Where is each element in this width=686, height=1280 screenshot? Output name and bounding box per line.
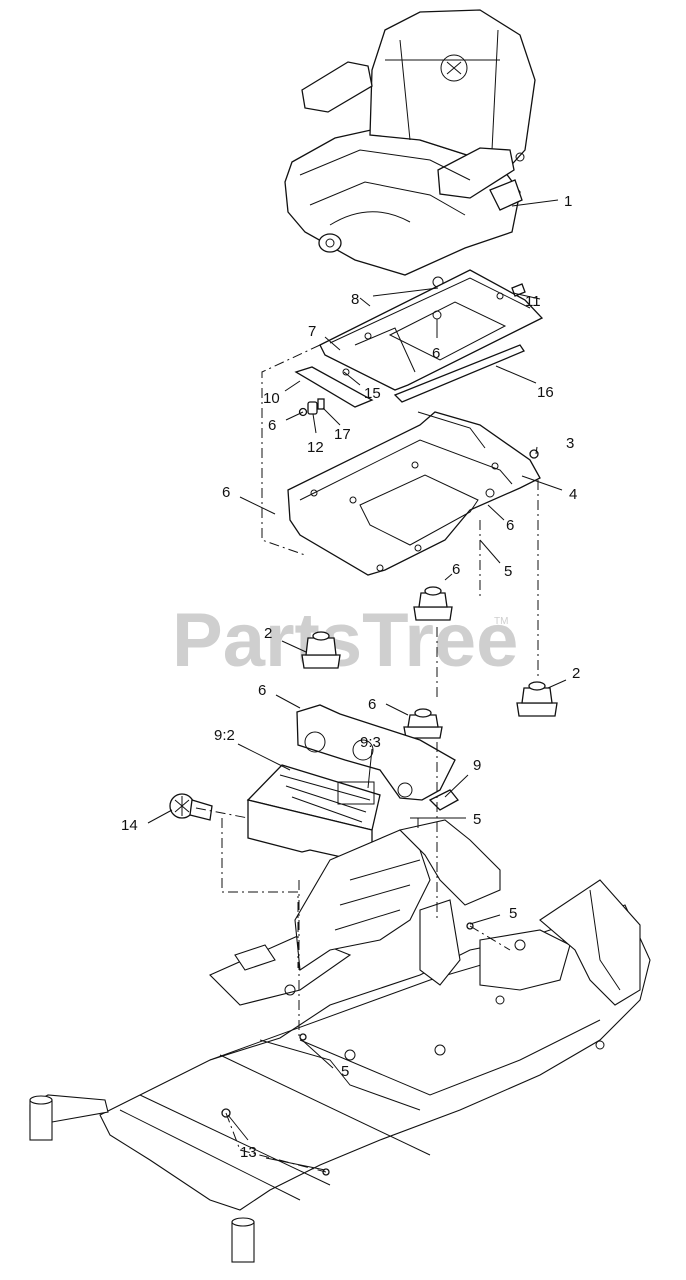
callout-9-2: 9:2 bbox=[214, 727, 235, 744]
callout-11: 11 bbox=[525, 293, 541, 310]
watermark-tm: TM bbox=[494, 616, 508, 627]
isolator-mount-right bbox=[516, 681, 558, 717]
callout-10: 10 bbox=[263, 390, 280, 407]
callout-6e: 6 bbox=[452, 561, 460, 578]
front-caster-mount-right bbox=[231, 1217, 255, 1263]
callout-5a: 5 bbox=[504, 563, 512, 580]
callout-7: 7 bbox=[308, 323, 316, 340]
spring-hardware bbox=[298, 398, 325, 417]
front-caster-mount-left bbox=[29, 1094, 109, 1141]
callout-9-3: 9:3 bbox=[360, 734, 381, 751]
callout-17: 17 bbox=[334, 426, 351, 443]
callout-14: 14 bbox=[121, 817, 138, 834]
watermark-text: PartsTree bbox=[172, 598, 518, 683]
isolator-mounts bbox=[301, 586, 558, 739]
seat-support-panel bbox=[246, 704, 459, 877]
watermark: PartsTree TM bbox=[172, 598, 518, 683]
callout-2b: 2 bbox=[572, 665, 580, 682]
callout-6f: 6 bbox=[258, 682, 266, 699]
callout-12: 12 bbox=[307, 439, 324, 456]
seat-base-plate bbox=[287, 411, 541, 576]
callout-6d: 6 bbox=[506, 517, 514, 534]
isolator-mount-lower bbox=[403, 708, 443, 739]
callout-6g: 6 bbox=[368, 696, 376, 713]
callout-5b: 5 bbox=[473, 811, 481, 828]
callout-6b: 6 bbox=[268, 417, 276, 434]
callout-4: 4 bbox=[569, 486, 577, 503]
isolator-mount-left bbox=[301, 631, 341, 669]
leader-lines bbox=[147, 199, 567, 1171]
callout-13: 13 bbox=[240, 1144, 257, 1161]
isolator-mount-center bbox=[413, 586, 453, 621]
callout-3: 3 bbox=[566, 435, 574, 452]
mower-frame bbox=[29, 819, 651, 1263]
callout-5c: 5 bbox=[509, 905, 517, 922]
callout-labels: 1 8 11 7 6 15 16 10 6 17 12 3 4 6 6 5 6 … bbox=[121, 193, 580, 1161]
callout-1: 1 bbox=[564, 193, 572, 210]
callout-5d: 5 bbox=[341, 1063, 349, 1080]
emblem bbox=[169, 793, 213, 821]
callout-9: 9 bbox=[473, 757, 481, 774]
callout-6c: 6 bbox=[222, 484, 230, 501]
seat-assembly bbox=[284, 9, 536, 288]
callout-8: 8 bbox=[351, 291, 359, 308]
callout-15: 15 bbox=[364, 385, 381, 402]
callout-16: 16 bbox=[537, 384, 554, 401]
callout-6a: 6 bbox=[432, 345, 440, 362]
callout-2a: 2 bbox=[264, 625, 272, 642]
